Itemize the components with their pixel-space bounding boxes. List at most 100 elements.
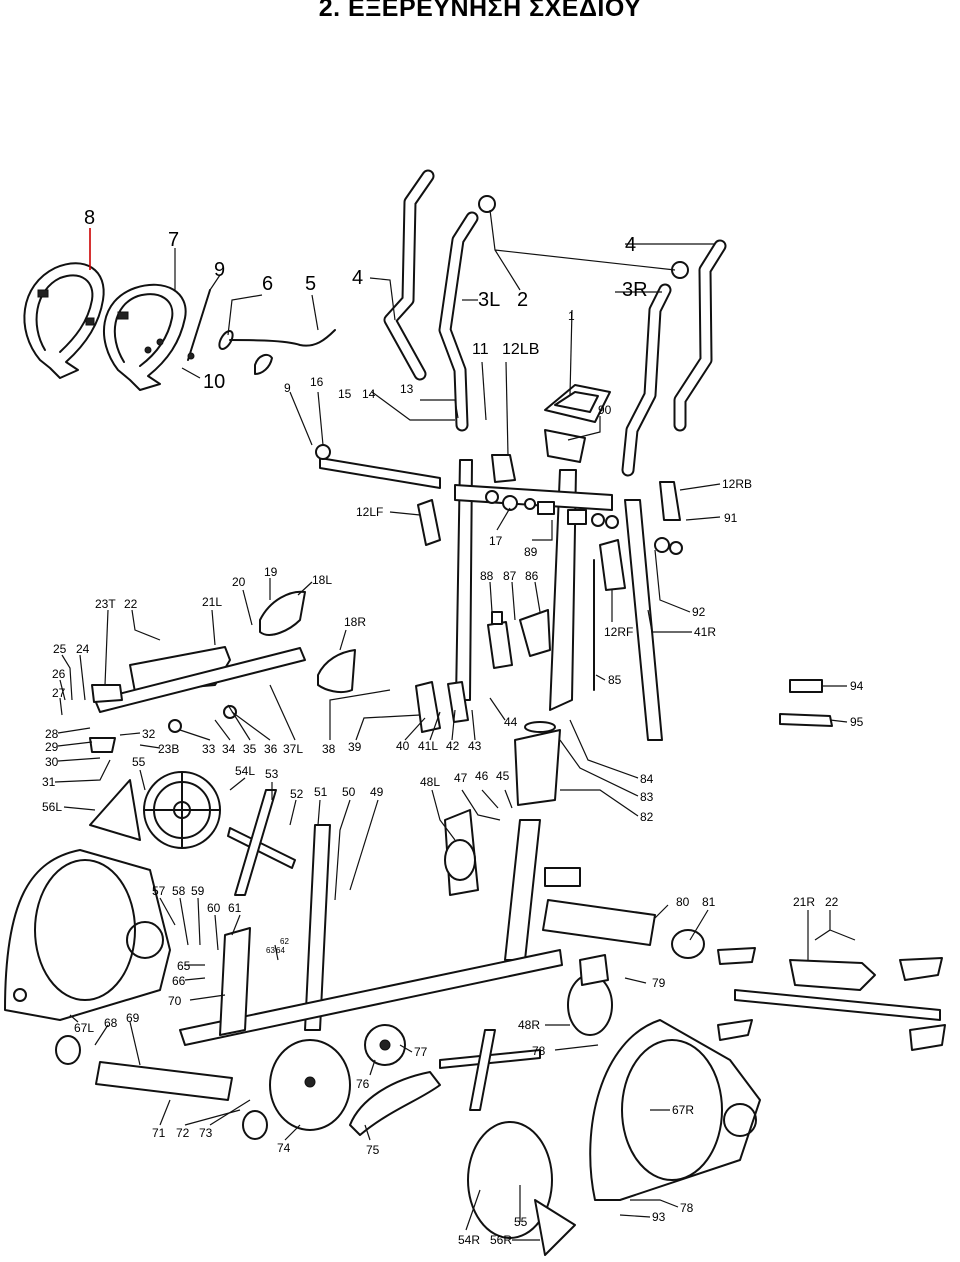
pulley-74-hub	[304, 1076, 316, 1088]
label-48L: 48L	[420, 775, 440, 789]
label-47: 47	[454, 771, 468, 785]
shroud-67R	[589, 1019, 761, 1201]
label-56L: 56L	[42, 800, 62, 814]
label-46: 46	[475, 769, 489, 783]
label-30: 30	[45, 755, 59, 769]
link-42	[447, 681, 469, 723]
label-34: 34	[222, 742, 236, 756]
label-12LB: 12LB	[502, 341, 539, 358]
label-63: 63	[266, 946, 275, 955]
pedal-bracket-right-bottom	[909, 1024, 946, 1051]
label-78-bottom: 78	[680, 1201, 694, 1215]
label-4-left: 4	[352, 267, 363, 289]
label-3R: 3R	[622, 279, 648, 301]
label-52: 52	[290, 787, 304, 801]
bracket-61	[219, 927, 251, 1036]
label-86: 86	[525, 569, 539, 583]
upright-51	[304, 824, 331, 1031]
label-24: 24	[76, 642, 90, 656]
label-73: 73	[199, 1126, 213, 1140]
console-1	[544, 384, 611, 463]
label-79: 79	[652, 976, 666, 990]
label-84: 84	[640, 772, 654, 786]
label-71: 71	[152, 1126, 166, 1140]
side-cover-56L	[89, 779, 141, 841]
label-83: 83	[640, 790, 654, 804]
label-4-right: 4	[625, 234, 636, 256]
label-49: 49	[370, 785, 384, 799]
label-78: 78	[532, 1044, 546, 1058]
label-32: 32	[142, 727, 156, 741]
roller-81-sleeve	[544, 867, 581, 887]
label-60: 60	[207, 901, 221, 915]
label-53: 53	[265, 767, 279, 781]
disc-54R	[467, 1121, 553, 1239]
label-12RF: 12RF	[604, 625, 633, 639]
bracket-12LB	[491, 454, 516, 483]
label-70: 70	[168, 994, 182, 1008]
label-21L: 21L	[202, 595, 222, 609]
label-10: 10	[203, 371, 225, 393]
label-40: 40	[396, 739, 410, 753]
label-57: 57	[152, 884, 166, 898]
end-cap-73	[242, 1110, 268, 1140]
brace-53	[234, 789, 277, 896]
cover-48L-wheel	[444, 839, 476, 881]
pedal-arm-37L	[94, 647, 306, 713]
label-55: 55	[132, 755, 146, 769]
label-92: 92	[692, 605, 706, 619]
label-43: 43	[468, 739, 482, 753]
knob-36	[223, 705, 237, 719]
flywheel-54L	[143, 771, 221, 849]
label-64: 64	[276, 946, 285, 955]
upper-handlebar-4-right	[673, 239, 727, 432]
label-95: 95	[850, 715, 864, 729]
label-75: 75	[366, 1143, 380, 1157]
label-67R: 67R	[672, 1103, 694, 1117]
label-26: 26	[52, 667, 66, 681]
label-9: 9	[214, 259, 225, 281]
label-20: 20	[232, 575, 246, 589]
label-16: 16	[310, 375, 324, 389]
bracket-12RF	[599, 539, 626, 591]
washer-16	[315, 444, 331, 460]
label-19: 19	[264, 565, 278, 579]
label-89: 89	[524, 545, 538, 559]
end-cap-81	[671, 929, 705, 959]
cap-84	[524, 721, 556, 733]
page-title: 2. ΕΞΕΡΕΥΝΗΣΗ ΣΧΕΔΙΟΥ	[318, 0, 642, 22]
pedal-link-18R	[317, 649, 356, 694]
screw-9-head	[187, 352, 195, 360]
label-12RB: 12RB	[722, 477, 752, 491]
label-81: 81	[702, 895, 716, 909]
label-11: 11	[472, 341, 489, 358]
label-55-bottom: 55	[514, 1215, 528, 1229]
bracket-right-lower	[717, 1019, 753, 1041]
bracket-12RB	[659, 481, 681, 521]
cover-56R	[534, 1199, 576, 1256]
pedal-bracket-right-top	[899, 957, 943, 981]
label-90: 90	[598, 403, 612, 417]
label-18R: 18R	[344, 615, 366, 629]
label-44: 44	[504, 715, 518, 729]
label-37L: 37L	[283, 742, 303, 756]
label-80: 80	[676, 895, 690, 909]
label-28: 28	[45, 727, 59, 741]
label-58: 58	[172, 884, 186, 898]
label-2: 2	[517, 289, 528, 311]
label-23B: 23B	[158, 742, 179, 756]
knob-33	[168, 719, 182, 733]
label-27: 27	[52, 686, 66, 700]
label-69: 69	[126, 1011, 140, 1025]
wrench-95	[779, 713, 833, 727]
allen-key-94	[789, 679, 823, 693]
shroud-67L	[4, 849, 171, 1021]
pedal-link-20	[259, 590, 306, 636]
end-cap-2-left	[478, 195, 496, 213]
label-82: 82	[640, 810, 654, 824]
pedal-bracket-23T	[91, 684, 123, 703]
label-65: 65	[177, 959, 191, 973]
label-88: 88	[480, 569, 494, 583]
label-54L: 54L	[235, 764, 255, 778]
